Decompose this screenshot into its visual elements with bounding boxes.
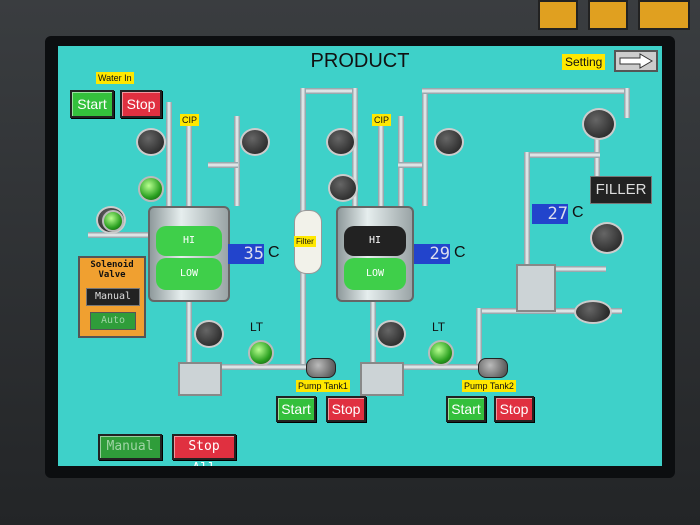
pipe (352, 88, 358, 208)
pipe (378, 126, 384, 206)
pump-tank2-start-button[interactable]: Start (446, 396, 486, 422)
arrow-right-icon (619, 53, 653, 69)
pipe (186, 294, 192, 364)
warning-sticker (638, 0, 690, 30)
valve-icon[interactable] (194, 320, 224, 348)
pipe (234, 116, 240, 206)
filler-label: FILLER (590, 176, 652, 204)
tank2-low-level: LOW (344, 258, 406, 290)
pipe (388, 364, 478, 370)
heat-exchanger (516, 264, 556, 312)
tank2-hi-level: HI (344, 226, 406, 256)
pump-tank1-start-button[interactable]: Start (276, 396, 316, 422)
water-in-start-button[interactable]: Start (70, 90, 114, 118)
tank2-temperature: 29 (414, 244, 450, 264)
pipe (88, 232, 148, 238)
pipe (536, 266, 606, 272)
cip-label-tank2: CIP (372, 114, 392, 126)
pipe (186, 126, 192, 206)
pipe (422, 88, 428, 206)
tank2-lt-label: LT (432, 320, 446, 334)
pump-icon[interactable] (306, 358, 336, 378)
water-in-stop-button[interactable]: Stop (120, 90, 162, 118)
indicator-light-icon (428, 340, 454, 366)
pipe (370, 294, 376, 364)
setting-label: Setting (562, 54, 606, 70)
solenoid-auto-button[interactable]: Auto (90, 312, 136, 330)
cip-label-tank1: CIP (180, 114, 200, 126)
valve-icon[interactable] (136, 128, 166, 156)
water-in-label: Water In (96, 72, 134, 84)
pipe (398, 162, 428, 168)
tank1-hi-level: HI (156, 226, 222, 256)
pump-tank2-stop-button[interactable]: Stop (494, 396, 534, 422)
filter-label: Filter (294, 236, 316, 247)
valve-icon[interactable] (326, 128, 356, 156)
pipe (624, 88, 630, 118)
solenoid-title-2: Valve (98, 270, 126, 280)
drain-box (178, 362, 222, 396)
page-title: PRODUCT (310, 50, 410, 72)
indicator-light-icon (102, 210, 124, 232)
drain-box (360, 362, 404, 396)
hmi-screen: PRODUCT Setting Water In Start Stop CIP … (58, 46, 662, 466)
indicator-light-icon (138, 176, 164, 202)
tank-2: HI LOW (336, 206, 414, 302)
solenoid-title-1: Solenoid (90, 260, 134, 270)
tank1-temperature-unit: C (268, 244, 280, 261)
pipe (398, 116, 404, 206)
filler-temperature: 27 (532, 204, 568, 224)
manual-mode-button[interactable]: Manual (98, 434, 162, 460)
pipe (476, 308, 482, 368)
tank1-temperature: 35 (228, 244, 264, 264)
pipe (208, 364, 308, 370)
pipe (524, 152, 600, 158)
tank1-low-level: LOW (156, 258, 222, 290)
pipe (422, 88, 626, 94)
valve-icon[interactable] (328, 174, 358, 202)
pump-icon[interactable] (478, 358, 508, 378)
filler-temperature-unit: C (572, 204, 584, 221)
pump-tank1-label: Pump Tank1 (296, 380, 350, 392)
valve-icon[interactable] (582, 108, 616, 140)
pipe (524, 152, 530, 312)
tank2-temperature-unit: C (454, 244, 466, 261)
warning-sticker (588, 0, 628, 30)
pipe (208, 162, 238, 168)
indicator-light-icon (248, 340, 274, 366)
pipe (300, 88, 358, 94)
valve-icon[interactable] (240, 128, 270, 156)
valve-icon[interactable] (574, 300, 612, 324)
pipe (166, 102, 172, 212)
pump-tank2-label: Pump Tank2 (462, 380, 516, 392)
stop-all-button[interactable]: Stop All (172, 434, 236, 466)
warning-sticker (538, 0, 578, 30)
solenoid-manual-button[interactable]: Manual (86, 288, 140, 306)
valve-icon[interactable] (376, 320, 406, 348)
pump-tank1-stop-button[interactable]: Stop (326, 396, 366, 422)
setting-button[interactable] (614, 50, 658, 72)
valve-icon[interactable] (434, 128, 464, 156)
tank-1: HI LOW (148, 206, 230, 302)
tank1-lt-label: LT (250, 320, 264, 334)
valve-icon[interactable] (590, 222, 624, 254)
solenoid-valve-panel: Solenoid Valve Manual Auto (78, 256, 146, 338)
